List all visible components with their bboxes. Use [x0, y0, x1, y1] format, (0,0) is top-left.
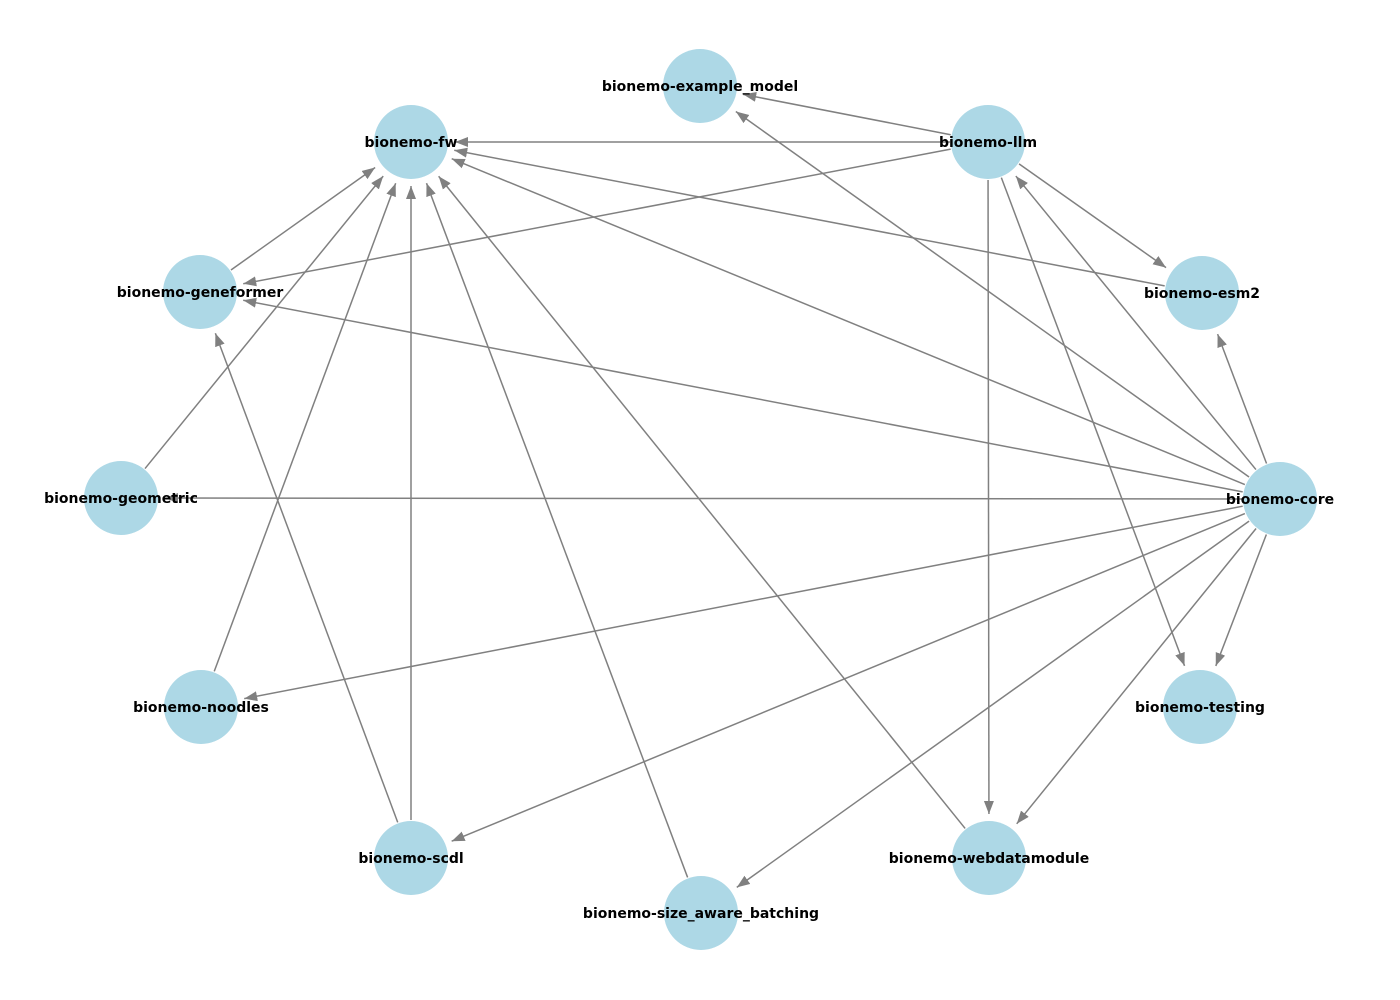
graph-node-bionemo-example_model [663, 49, 737, 123]
graph-node-label-bionemo-llm: bionemo-llm [939, 135, 1037, 151]
graph-edge-bionemo-geometric-to-bionemo-fw [144, 175, 384, 470]
graph-edge-bionemo-noodles-to-bionemo-fw [213, 182, 397, 672]
graph-node-bionemo-llm [951, 105, 1025, 179]
graph-edge-bionemo-core-to-bionemo-llm [1015, 175, 1257, 471]
graph-node-bionemo-noodles [164, 670, 238, 744]
graph-edge-bionemo-webdatamodule-to-bionemo-fw [438, 175, 966, 829]
graph-node-label-bionemo-geneformer: bionemo-geneformer [117, 285, 284, 301]
graph-node-label-bionemo-scdl: bionemo-scdl [358, 851, 463, 867]
graph-node-bionemo-size_aware_batching [664, 876, 738, 950]
graph-node-bionemo-fw [374, 105, 448, 179]
graph-node-label-bionemo-esm2: bionemo-esm2 [1144, 286, 1260, 302]
nodes-layer [84, 49, 1317, 950]
graph-edge-bionemo-geneformer-to-bionemo-fw [230, 166, 376, 271]
graph-node-bionemo-core [1243, 462, 1317, 536]
graph-edge-bionemo-core-to-bionemo-esm2 [1216, 333, 1268, 464]
graph-edge-bionemo-core-to-bionemo-scdl [451, 512, 1246, 842]
labels-layer: bionemo-example_model bionemo-fw bionemo-l… [44, 79, 1334, 922]
graph-edge-bionemo-core-to-bionemo-webdatamodule [1016, 528, 1257, 825]
graph-node-bionemo-geneformer [163, 255, 237, 329]
graph-edge-bionemo-llm-to-bionemo-testing [1000, 177, 1186, 667]
graph-node-label-bionemo-testing: bionemo-testing [1135, 700, 1265, 716]
graph-edge-bionemo-core-to-bionemo-geneformer [243, 297, 1243, 493]
graph-node-bionemo-geometric [84, 461, 158, 535]
graph-edge-bionemo-llm-to-bionemo-webdatamodule [983, 179, 994, 815]
graph-edge-bionemo-llm-to-bionemo-example_model [743, 91, 951, 136]
graph-edge-bionemo-size_aware_batching-to-bionemo-fw [425, 182, 689, 878]
graph-node-label-bionemo-size_aware_batching: bionemo-size_aware_batching [583, 906, 819, 922]
graph-edge-bionemo-core-to-bionemo-testing [1215, 534, 1268, 667]
graph-edge-bionemo-scdl-to-bionemo-geneformer [214, 332, 399, 823]
graph-edge-bionemo-core-to-bionemo-geometric [164, 493, 1243, 504]
graph-node-label-bionemo-geometric: bionemo-geometric [44, 491, 198, 507]
graph-node-label-bionemo-core: bionemo-core [1226, 492, 1334, 508]
graph-node-bionemo-esm2 [1165, 256, 1239, 330]
graph-edge-bionemo-core-to-bionemo-fw [451, 158, 1246, 486]
graph-node-label-bionemo-noodles: bionemo-noodles [133, 700, 269, 716]
graph-node-bionemo-scdl [374, 821, 448, 895]
graph-edge-bionemo-core-to-bionemo-example_model [735, 110, 1250, 478]
graph-node-label-bionemo-fw: bionemo-fw [365, 135, 458, 151]
graph-edge-bionemo-llm-to-bionemo-esm2 [1018, 163, 1167, 269]
graph-edge-bionemo-esm2-to-bionemo-fw [454, 147, 1165, 287]
graph-node-label-bionemo-example_model: bionemo-example_model [602, 79, 798, 95]
graph-edge-bionemo-llm-to-bionemo-geneformer [243, 148, 951, 287]
graph-node-bionemo-webdatamodule [952, 821, 1026, 895]
graph-edge-bionemo-core-to-bionemo-size_aware_batching [736, 520, 1250, 889]
graph-edge-bionemo-core-to-bionemo-noodles [244, 505, 1243, 702]
edges-layer [144, 91, 1268, 889]
graph-node-label-bionemo-webdatamodule: bionemo-webdatamodule [889, 851, 1089, 867]
graph-node-bionemo-testing [1163, 670, 1237, 744]
